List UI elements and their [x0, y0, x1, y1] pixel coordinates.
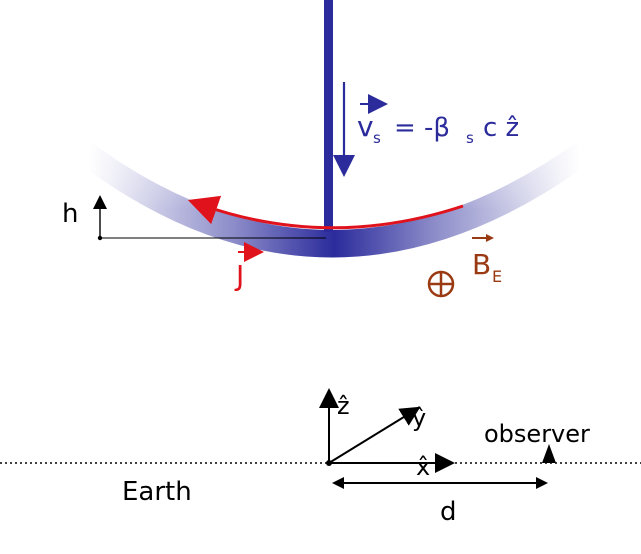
y-axis-label: ŷ [412, 404, 426, 432]
z-axis-label: ẑ [337, 392, 350, 420]
x-axis-label: x̂ [416, 453, 430, 481]
velocity-subscript: s [373, 129, 381, 147]
velocity-symbol: v [357, 110, 374, 143]
field-subscript: E [492, 267, 502, 286]
velocity-equation-tail: c ẑ [483, 113, 519, 143]
coordinate-axes [319, 388, 455, 473]
observer-marker [542, 444, 556, 463]
distance-marker [332, 477, 548, 489]
observer-label: observer [484, 420, 590, 448]
into-page-icon [427, 270, 455, 298]
distance-label: d [440, 497, 457, 527]
field-label: B [472, 248, 491, 281]
velocity-equation-subscript: s [466, 129, 474, 147]
velocity-equation: = -β [394, 113, 450, 143]
height-label: h [62, 199, 78, 229]
current-arrow [187, 195, 464, 230]
earth-label: Earth [122, 477, 192, 507]
current-label: J [234, 259, 244, 292]
shower-front [88, 140, 580, 258]
height-marker [93, 195, 326, 241]
shower-axis [324, 0, 333, 232]
